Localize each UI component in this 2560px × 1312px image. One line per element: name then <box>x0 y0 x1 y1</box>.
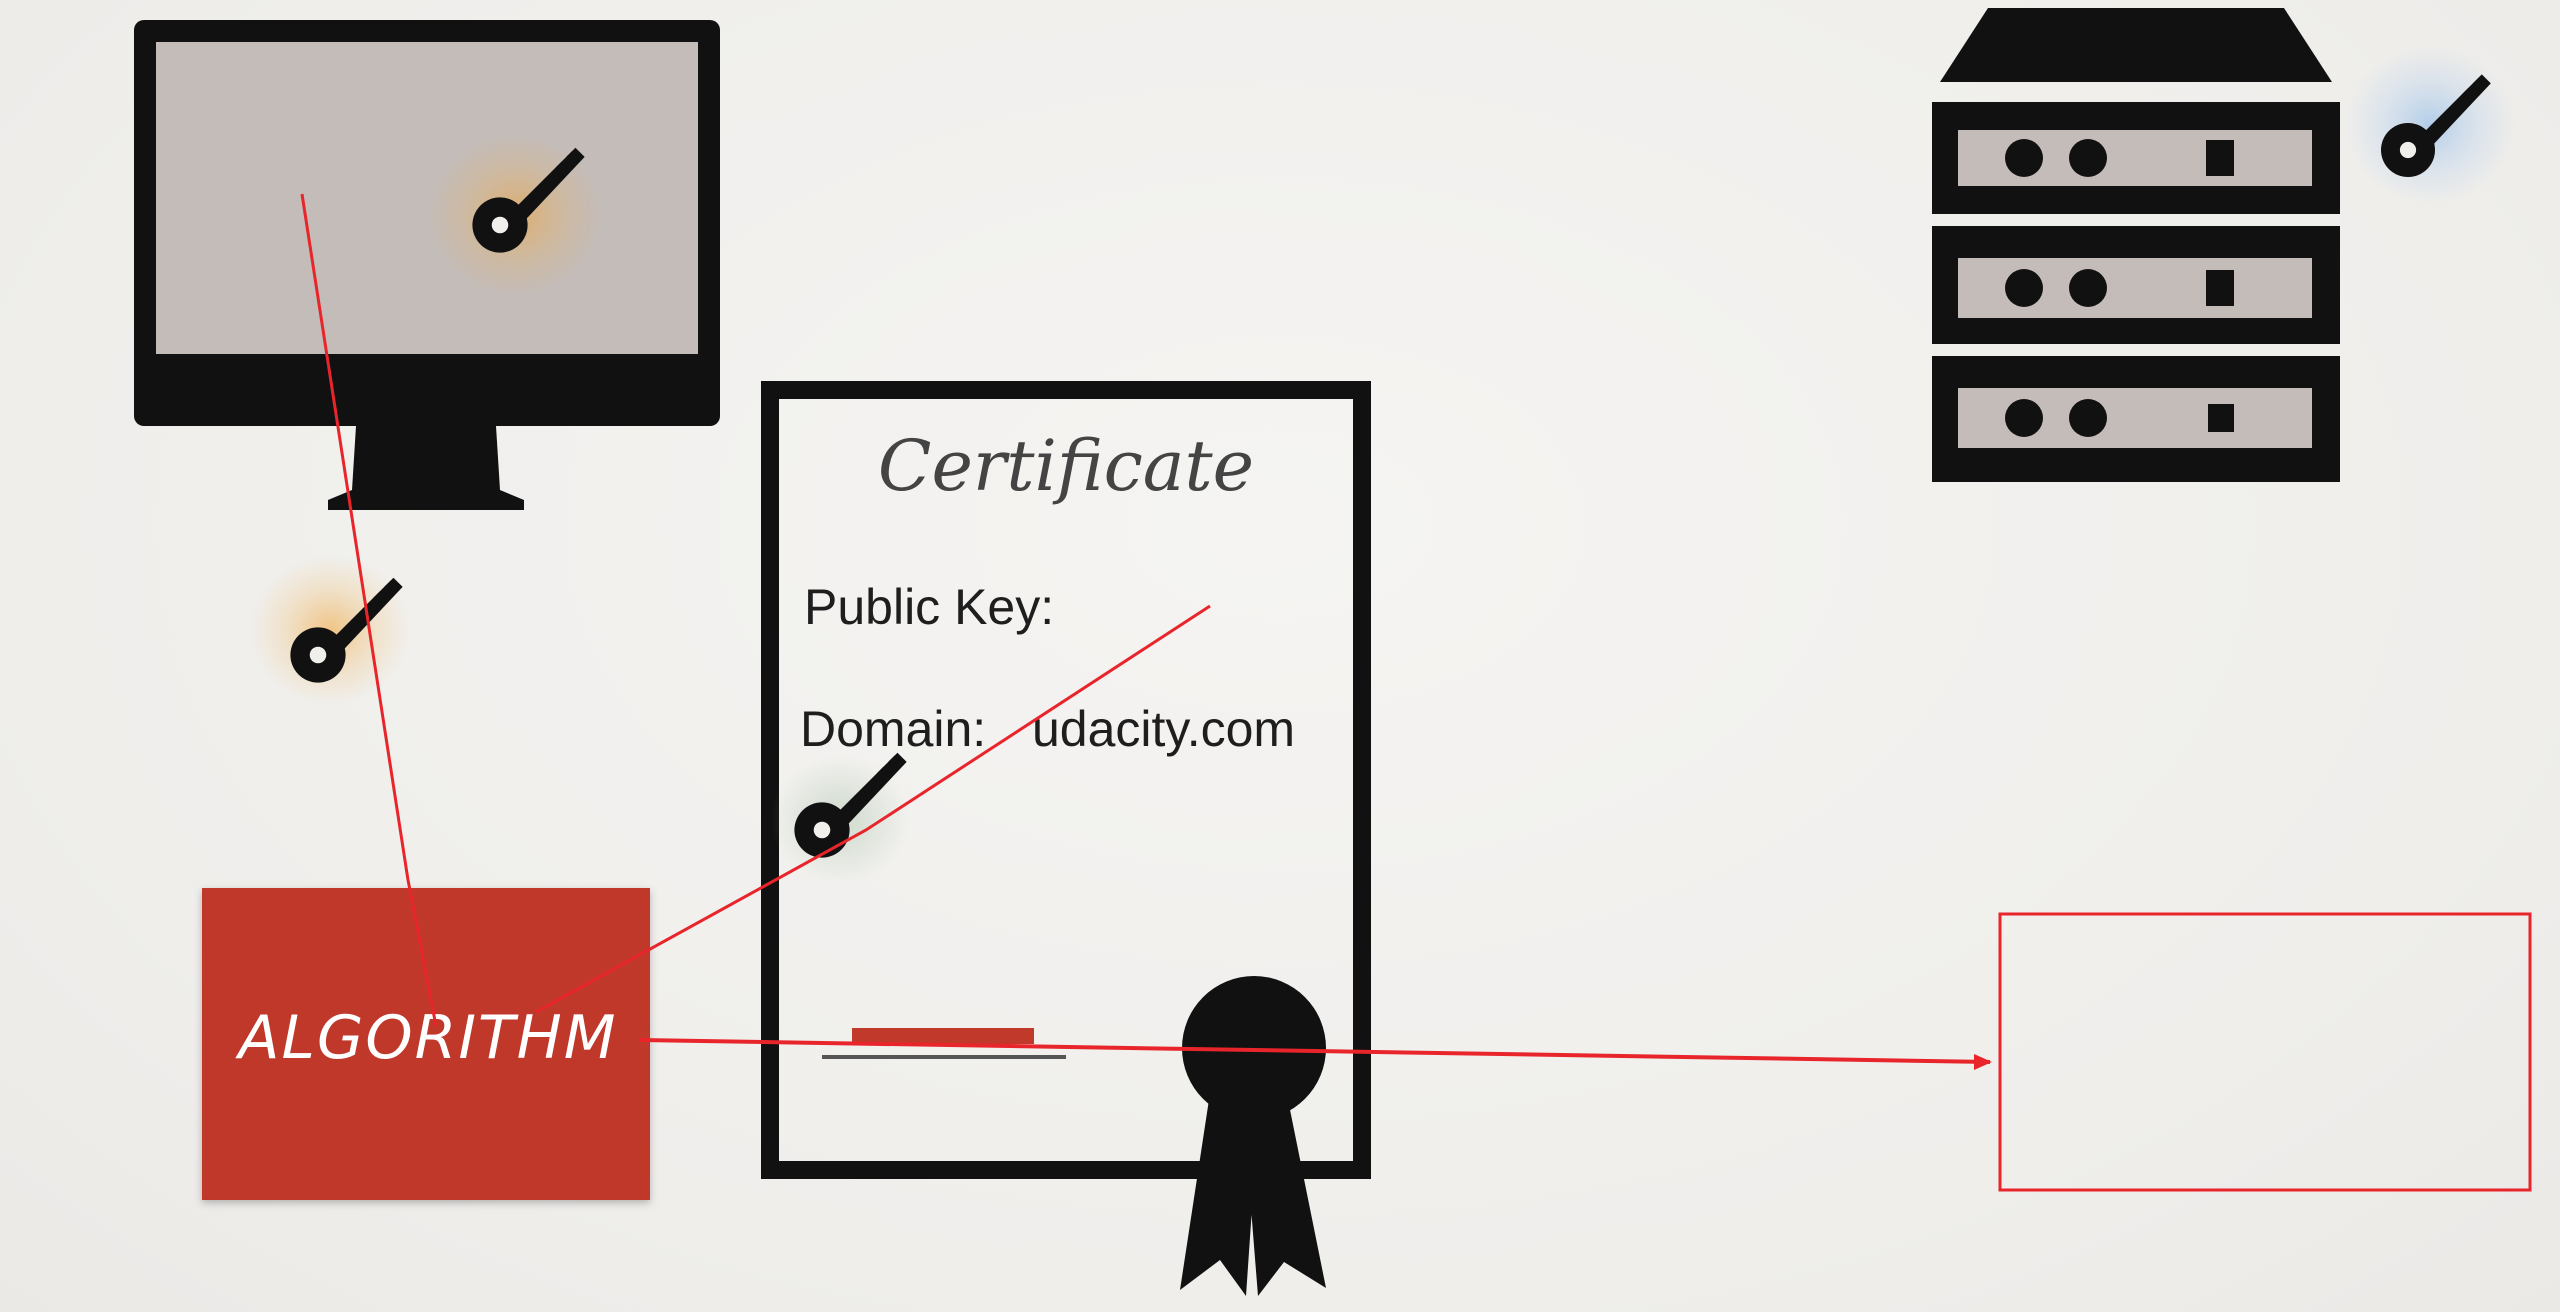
domain-value: udacity.com <box>1032 701 1295 757</box>
certificate-title: Certificate <box>878 425 1254 507</box>
annotation-arrow-output <box>639 1038 1991 1064</box>
key-icon <box>430 135 600 295</box>
signature-mark <box>852 1028 1034 1044</box>
monitor-icon <box>134 20 720 510</box>
domain-label: Domain: <box>800 701 986 757</box>
annotation-line-certificate <box>535 604 1211 1014</box>
certificate: Certificate Public Key: Domain: udacity.… <box>761 381 1371 1179</box>
annotation-lines <box>300 193 1991 1064</box>
key-icon <box>2345 45 2515 205</box>
key-icon <box>770 752 910 885</box>
public-key-label: Public Key: <box>804 579 1054 635</box>
output-placeholder-box <box>1998 912 2532 1192</box>
seal-ribbon-icon <box>1180 976 1326 1296</box>
algorithm-label: ALGORITHM <box>234 1003 617 1073</box>
server-icon <box>1932 8 2340 482</box>
algorithm-box <box>202 888 650 1200</box>
key-icon <box>250 555 410 705</box>
arrow-head <box>1974 1054 1992 1070</box>
annotation-line-monitor <box>300 193 438 1027</box>
